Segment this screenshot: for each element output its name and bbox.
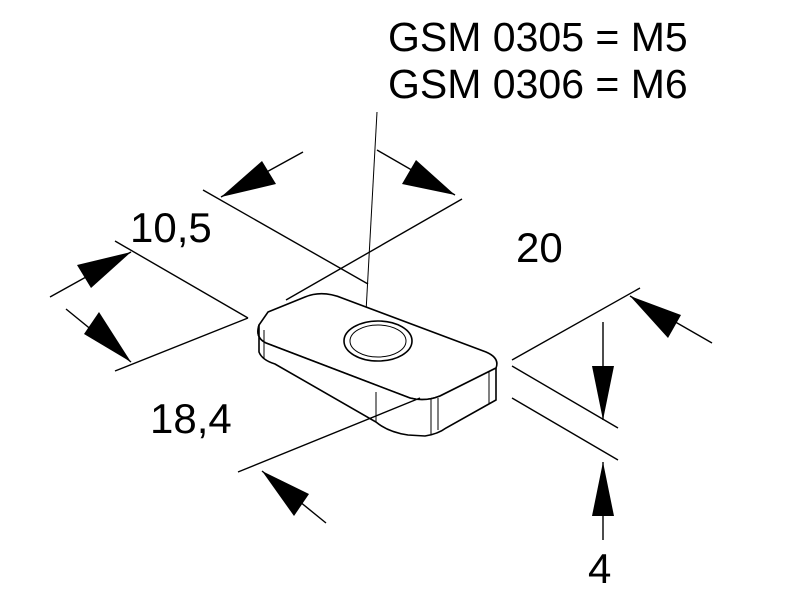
dimension-10-5: 10,5	[130, 149, 463, 301]
title-line-m6: GSM 0306 = M6	[388, 61, 688, 107]
channel-nut-part	[257, 292, 498, 437]
dim-label-18-4: 18,4	[150, 395, 232, 442]
dimension-4: 4	[511, 322, 619, 592]
leader-line	[364, 111, 378, 331]
title-line-m5: GSM 0305 = M5	[388, 14, 688, 60]
dimension-20: 20	[511, 224, 713, 429]
dimension-18-4: 18,4	[49, 240, 249, 442]
dim-label-10-5: 10,5	[130, 204, 212, 251]
dimension-bottom-left	[237, 397, 421, 524]
bolt-hole	[343, 320, 413, 362]
dim-label-4: 4	[588, 545, 611, 592]
dim-label-20: 20	[516, 224, 563, 271]
